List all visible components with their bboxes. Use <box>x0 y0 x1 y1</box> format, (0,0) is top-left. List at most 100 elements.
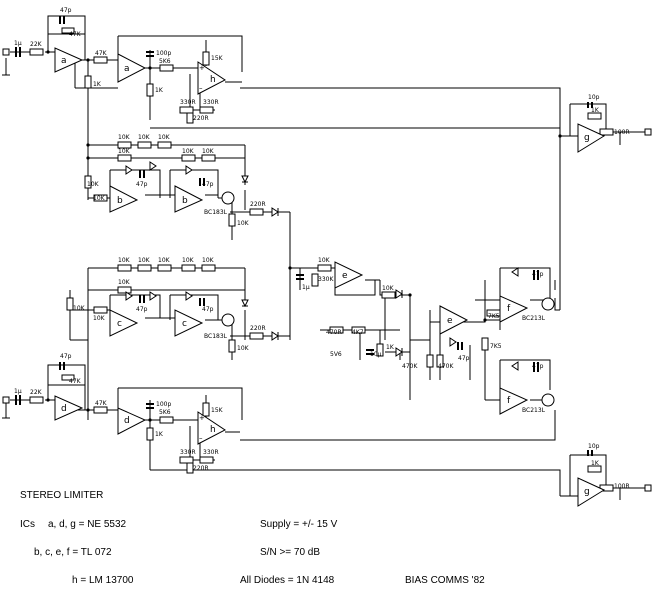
label-220r: 220R <box>193 465 209 472</box>
junctions <box>46 50 562 422</box>
opamp-label-b: b <box>182 196 188 206</box>
svg-text:–: – <box>199 84 203 92</box>
opamp-label-f: f <box>507 304 511 314</box>
transistors <box>221 191 555 407</box>
opamp-labels: a a h g b b c c e e f f d d h g + – + – <box>61 56 590 497</box>
label-100p: 100p <box>156 50 171 57</box>
label-220r: 220R <box>250 325 266 332</box>
label-10k: 10K <box>93 315 106 322</box>
label-10k: 10K <box>318 257 331 264</box>
label-10k: 10K <box>182 148 195 155</box>
label-470k: 470K <box>438 363 454 370</box>
opamp-label-a: a <box>124 64 130 74</box>
label-15k: 15K <box>211 407 224 414</box>
opamp-label-d: d <box>124 416 130 426</box>
opamp-c-left <box>109 309 139 337</box>
label-330r: 330R <box>180 99 196 106</box>
label-10k: 10K <box>158 134 171 141</box>
ota-h-bottom <box>197 411 226 445</box>
label-7k5: 7K5 <box>490 343 502 350</box>
credit: BIAS COMMS '82 <box>405 575 485 586</box>
label-4k7: 4K7 <box>352 329 364 336</box>
label-10k: 10K <box>118 134 131 141</box>
label-7k5: 7K5 <box>488 313 500 320</box>
opamp-label-a: a <box>61 56 67 66</box>
label-47p: 47p <box>532 271 544 278</box>
opamp-f-bottom <box>499 387 529 415</box>
label-47p: 47p <box>60 7 72 14</box>
ics-ne5532: a, d, g = NE 5532 <box>48 519 127 530</box>
opamp-label-h: h <box>210 425 216 435</box>
label-47p: 47p <box>458 355 470 362</box>
opamp-a-input <box>54 47 84 73</box>
label-470k: 470K <box>402 363 418 370</box>
diodes-spec: All Diodes = 1N 4148 <box>240 575 335 586</box>
opamp-label-d: d <box>61 404 67 414</box>
label-1u: 1µ <box>14 40 22 47</box>
label-15k: 15K <box>211 55 224 62</box>
opamp-b-right <box>174 185 204 213</box>
opamp-a-main <box>117 53 147 83</box>
resistors <box>29 27 614 492</box>
label-470r: 470R <box>326 329 342 336</box>
opamp-label-g: g <box>584 487 590 497</box>
ics-tl072: b, c, e, f = TL 072 <box>34 547 112 558</box>
label-10k: 10K <box>158 257 171 264</box>
label-220r: 220R <box>193 115 209 122</box>
opamp-label-h: h <box>210 75 216 85</box>
label-100r: 100R <box>614 483 630 490</box>
label-10k: 10K <box>382 285 395 292</box>
label-5k6: 5K6 <box>159 409 171 416</box>
label-100p: 100p <box>156 401 171 408</box>
supply-spec: Supply = +/- 15 V <box>260 519 338 530</box>
label-47p: 47p <box>532 363 544 370</box>
label-10k: 10K <box>202 148 215 155</box>
label-10k: 10K <box>73 305 86 312</box>
opamp-label-e: e <box>447 316 453 326</box>
opamp-c-right <box>174 309 204 337</box>
opamp-label-b: b <box>117 196 123 206</box>
label-330k: 330K <box>318 276 334 283</box>
opamp-triangles <box>54 47 606 507</box>
label-10k: 10K <box>138 257 151 264</box>
ota-h-top <box>197 61 226 95</box>
label-1u: 1µ <box>14 388 22 395</box>
label-47k: 47K <box>95 400 108 407</box>
label-100r: 100R <box>614 129 630 136</box>
label-10p: 10p <box>588 94 600 101</box>
label-10k: 10K <box>237 220 250 227</box>
label-1k: 1K <box>93 81 102 88</box>
label-10k: 10K <box>118 148 131 155</box>
opamp-label-e: e <box>342 271 348 281</box>
label-10k: 10K <box>202 257 215 264</box>
label-330r: 330R <box>180 449 196 456</box>
opamp-label-g: g <box>584 133 590 143</box>
label-bc213l: BC213L <box>522 315 546 322</box>
page-title: STEREO LIMITER <box>20 490 104 501</box>
label-1k: 1K <box>386 344 395 351</box>
svg-text:–: – <box>199 434 203 442</box>
label-1k: 1K <box>591 107 600 114</box>
label-bc183l: BC183L <box>204 333 228 340</box>
label-330r: 330R <box>203 99 219 106</box>
opamp-d-main <box>117 407 147 435</box>
label-47k: 47K <box>95 50 108 57</box>
label-22k: 22K <box>30 389 43 396</box>
label-47p: 47p <box>202 306 214 313</box>
opamp-e-right <box>439 305 469 335</box>
label-10k: 10K <box>138 134 151 141</box>
opamp-e-left <box>334 261 364 289</box>
ics-lm13700: h = LM 13700 <box>72 575 134 586</box>
label-1k: 1K <box>155 431 164 438</box>
label-1k: 1K <box>591 460 600 467</box>
label-10p: 10p <box>588 443 600 450</box>
svg-text:+: + <box>199 414 205 422</box>
label-10k: 10K <box>237 345 250 352</box>
ics-label: ICs <box>20 519 35 530</box>
label-5v6: 5V6 <box>330 351 342 358</box>
label-47p: 47p <box>136 181 148 188</box>
opamp-b-left <box>109 185 139 213</box>
label-220r: 220R <box>250 201 266 208</box>
label-47k: 47K <box>69 378 82 385</box>
